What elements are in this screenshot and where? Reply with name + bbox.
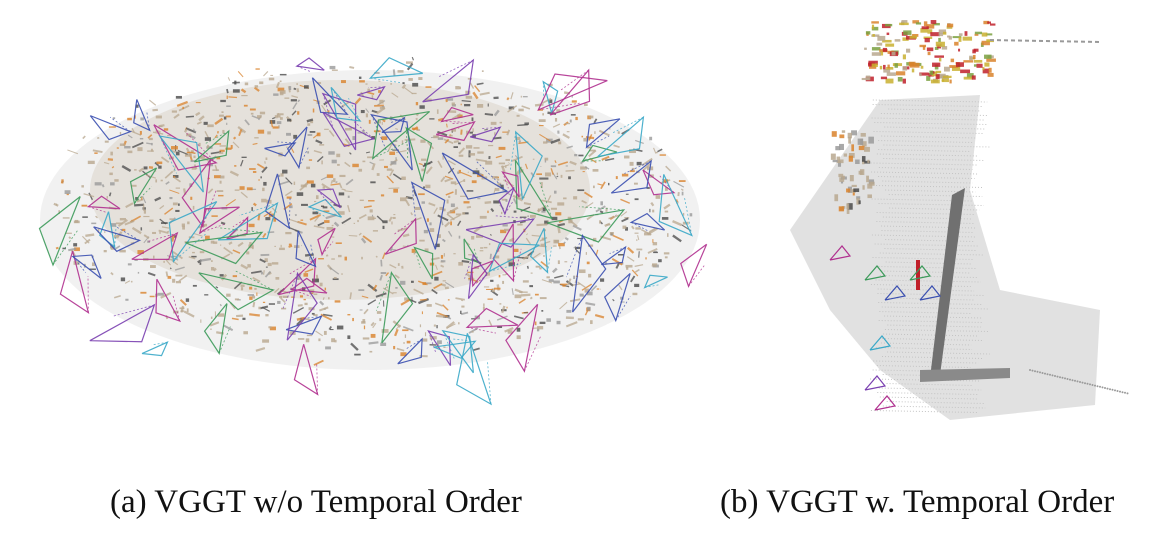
camera-frustums-a <box>38 56 708 406</box>
point-cloud-image-a <box>38 56 708 406</box>
point-cloud-a <box>40 56 700 370</box>
point-cloud-b <box>790 20 1129 420</box>
camera-frustums-b <box>829 245 942 411</box>
caption-b: (b) VGGT w. Temporal Order <box>720 484 1115 520</box>
reconstruction-panel-b <box>770 10 1160 440</box>
reconstruction-panel-a <box>10 20 750 420</box>
point-cloud-image-b <box>790 20 1129 420</box>
caption-a: (a) VGGT w/o Temporal Order <box>110 484 522 520</box>
